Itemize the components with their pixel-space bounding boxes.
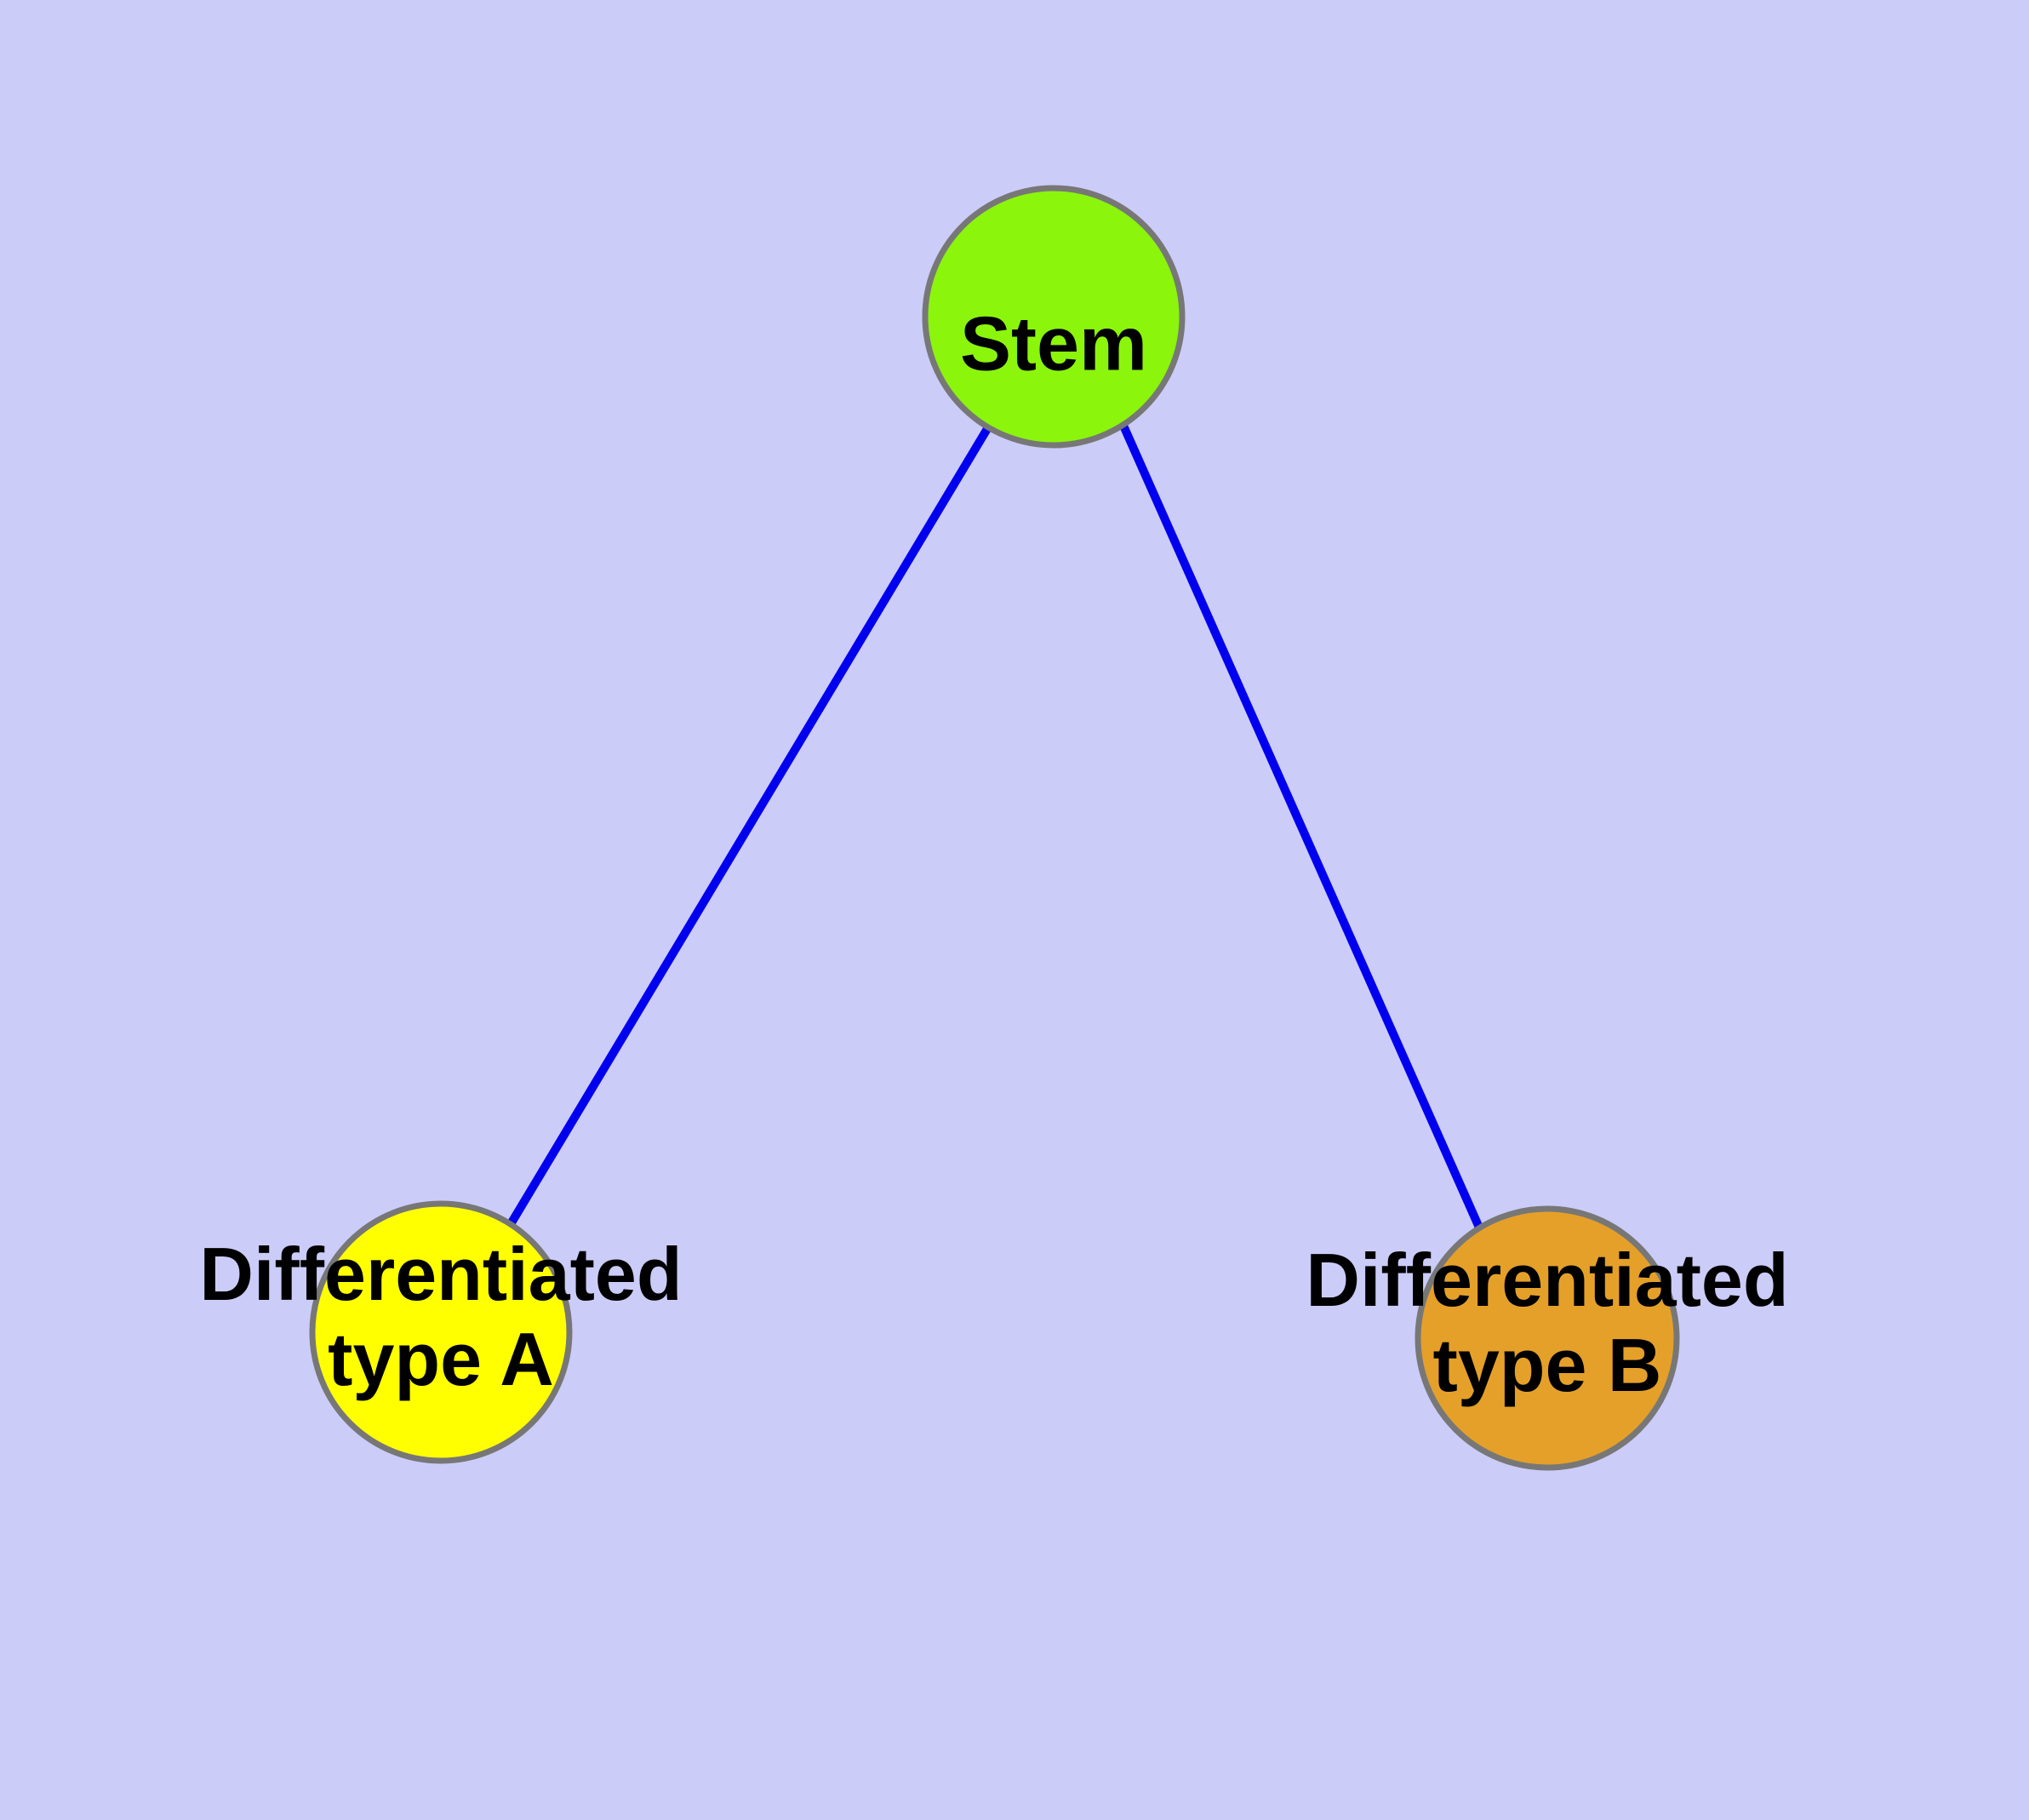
edge-stem-to-differentiated-type-a[interactable]: [506, 425, 992, 1227]
edge-stem-to-differentiated-type-b[interactable]: [1119, 423, 1483, 1230]
node-differentiated-type-a-circle[interactable]: [309, 1200, 573, 1464]
node-stem-label: Stem: [960, 302, 1147, 387]
node-label-line: Differentiated: [199, 1232, 682, 1316]
edges-layer: [506, 423, 1483, 1230]
node-label-line: Differentiated: [1306, 1238, 1788, 1322]
node-label-line: type B: [1433, 1323, 1662, 1407]
node-stem[interactable]: Stem: [922, 185, 1186, 449]
node-differentiated-type-b-circle[interactable]: [1415, 1205, 1680, 1471]
node-label-line: type A: [328, 1317, 554, 1401]
node-label-line: Stem: [960, 302, 1147, 387]
node-stem-circle[interactable]: [922, 185, 1186, 449]
